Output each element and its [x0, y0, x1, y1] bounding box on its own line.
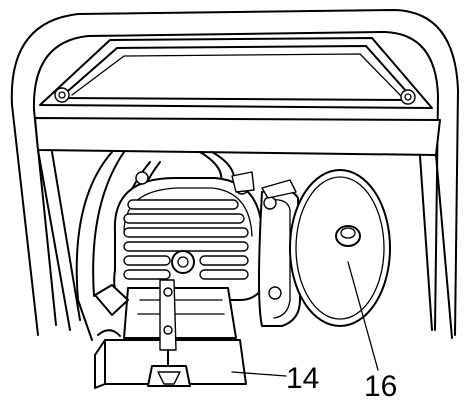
engine-block [113, 171, 263, 301]
bolt-icon [135, 171, 149, 185]
cooling-fins [123, 199, 249, 280]
bolt-icon [268, 286, 282, 300]
leader-line-16 [347, 261, 379, 371]
top-panel [34, 37, 441, 156]
center-boss-icon [171, 250, 195, 274]
bolt-icon [400, 89, 416, 105]
callout-16: 16 [364, 370, 397, 401]
knob-icon [335, 225, 361, 247]
bolt-icon [263, 196, 277, 210]
leader-line-14 [231, 371, 287, 377]
callout-14: 14 [286, 362, 319, 395]
air-filter-cover [289, 169, 391, 327]
bolt-icon [54, 87, 70, 103]
lower-frame [37, 149, 453, 339]
carburetor-flange [258, 179, 301, 327]
strap [159, 279, 177, 351]
battery-box [94, 279, 247, 389]
strap-bolt-icon [163, 325, 173, 335]
strap-bolt-icon [163, 287, 173, 297]
tube-frame [10, 9, 459, 336]
